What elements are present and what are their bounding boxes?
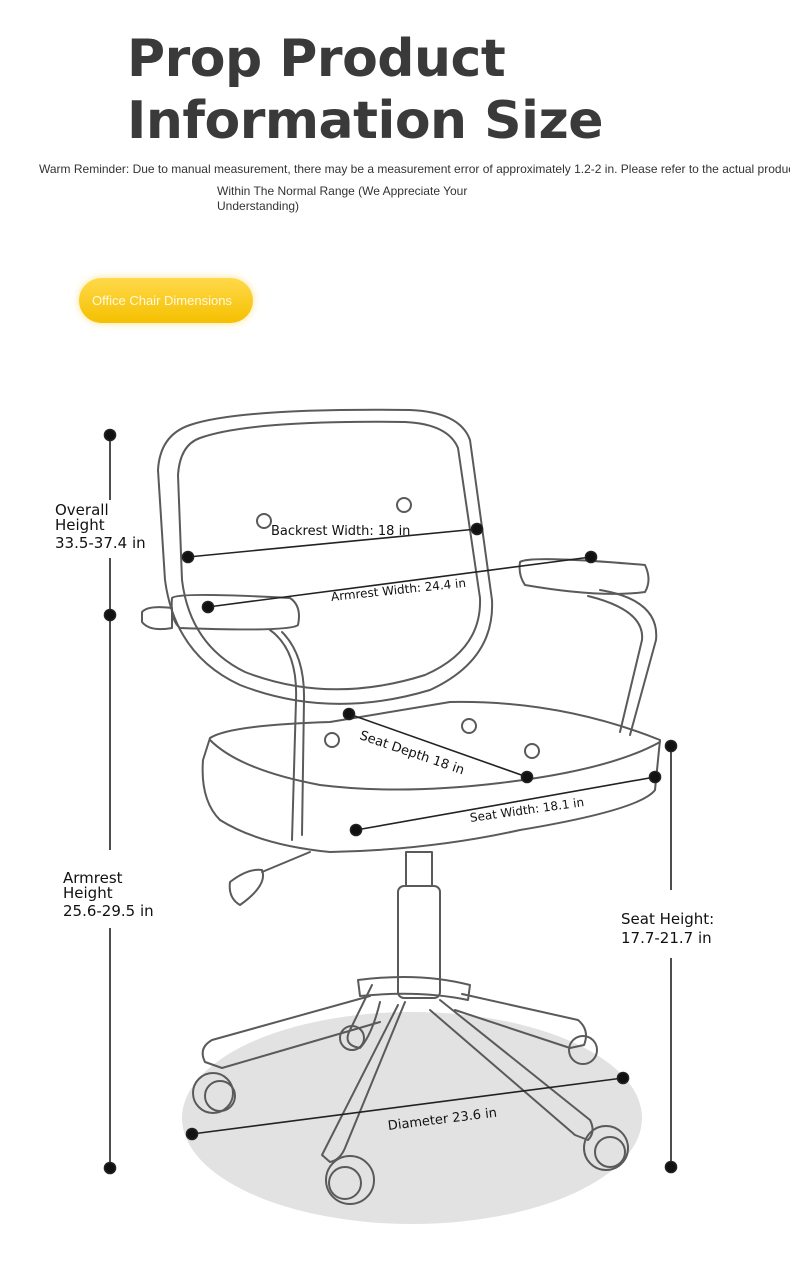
caster [328,1166,362,1200]
backrest-width-label: Backrest Width: 18 in [271,524,411,539]
office-chair-dimensions-badge: Office Chair Dimensions [79,278,253,323]
dimension-dot [103,428,117,442]
seat-width-line [355,776,656,831]
base-leg-front-right [429,999,594,1141]
backrest-button [256,513,272,529]
right-arm-support [587,595,644,733]
seat-depth-line [348,713,528,778]
armrest-height-label: Armrest Height 25.6-29.5 in [63,871,154,919]
armrest-height-label-line-2: Height [63,884,113,902]
badge-label: Office Chair Dimensions [92,293,232,308]
dimension-dot [342,707,356,721]
seat-top [209,739,661,791]
armrest-height-label-line-1: Armrest [63,869,123,887]
left-armrest-pad [141,606,173,631]
overall-height-label-line-1: Overall [55,501,109,519]
base-hub [357,975,471,1001]
caster [583,1125,629,1171]
left-armrest [170,594,300,631]
base-leg-right [454,993,587,1049]
dimension-dot [201,600,215,614]
left-arm-support [269,629,298,841]
dimension-dot [185,1127,199,1141]
seat-height-label: Seat Height: 17.7-21.7 in [621,910,715,948]
overall-height-label-line-2: Height [55,516,105,534]
caster [594,1136,626,1168]
overall-height-label: Overall Height 33.5-37.4 in [55,503,146,551]
seat-button [324,732,340,748]
dimension-dot [584,550,598,564]
dimension-dot [664,739,678,753]
page-title-line-2: Information Size [127,91,603,151]
dimension-dot [616,1071,630,1085]
backrest-width-line [187,528,478,558]
caster [204,1080,236,1112]
dimension-dot [470,522,484,536]
height-lever [261,851,311,873]
caster [192,1072,234,1114]
warm-reminder-text: Warm Reminder: Due to manual measurement… [39,162,790,176]
seat-cushion [201,700,661,853]
backrest-cushion [177,420,482,691]
dimension-dot [181,550,195,564]
height-lever-handle [228,868,264,906]
seat-button [524,743,540,759]
floor-shadow [182,1012,642,1224]
seat-button [461,718,477,734]
page-title-line-1: Prop Product [127,29,506,89]
diameter-line [191,1077,624,1135]
dimension-dot [103,1161,117,1175]
armrest-height-value: 25.6-29.5 in [63,902,154,920]
overall-height-value: 33.5-37.4 in [55,534,146,552]
dimension-dot [520,770,534,784]
gas-cylinder [405,851,433,887]
dimension-dot [103,608,117,622]
backrest-frame [157,408,494,705]
left-arm-support [281,631,306,836]
warm-reminder-continuation: Within The Normal Range (We Appreciate Y… [217,184,468,213]
dimension-dot [664,1160,678,1174]
caster [325,1155,375,1205]
seat-height-label-line-1: Seat Height: [621,910,715,928]
backrest-button [396,497,412,513]
caster [339,1025,365,1051]
gas-cylinder-base [397,885,441,999]
dimension-dot [648,770,662,784]
dimension-dot [349,823,363,837]
page-title: Prop Product Information Size [127,28,603,152]
caster [568,1035,598,1065]
armrest-width-line [207,556,592,608]
seat-height-value: 17.7-21.7 in [621,929,712,947]
base-leg-left [201,995,381,1069]
right-arm-support [599,589,658,736]
